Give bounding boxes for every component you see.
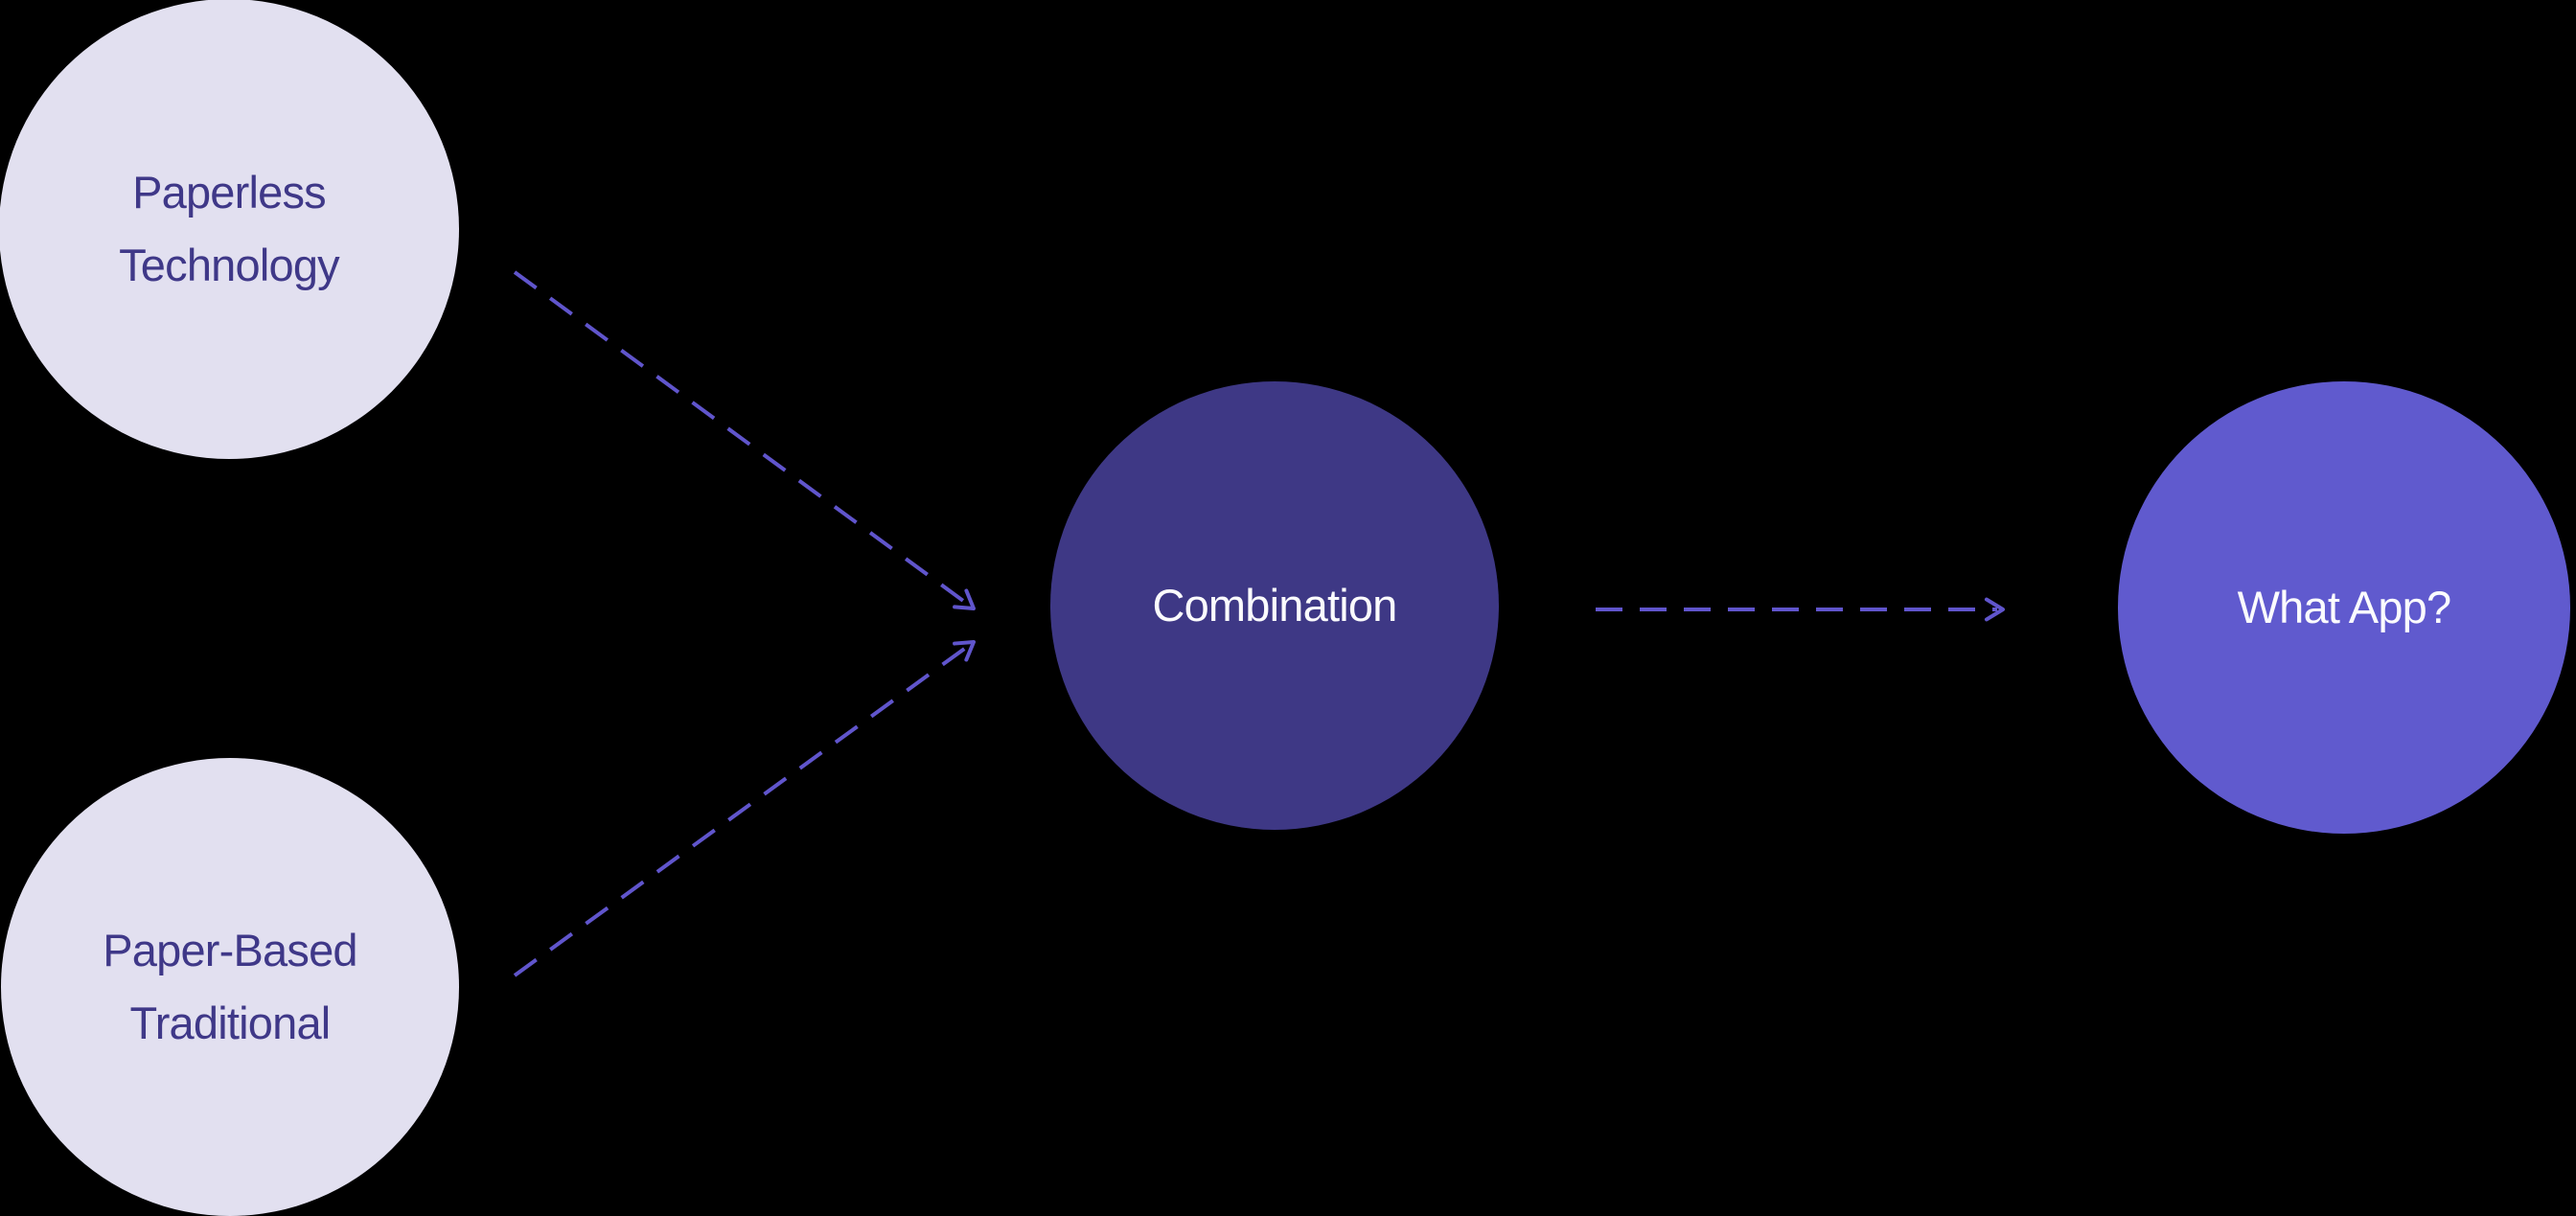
dashed-arrow-line [513, 643, 971, 977]
node-paper-based-traditional: Paper-Based Traditional [1, 758, 459, 1216]
arrowhead-chevron-icon [953, 640, 976, 662]
arrowhead-chevron-icon [953, 588, 976, 610]
arrowhead-chevron-icon [1984, 597, 2005, 622]
node-label-what-app: What App? [2237, 581, 2452, 632]
node-paperless-technology: Paperless Technology [0, 0, 459, 459]
node-label-combination: Combination [1152, 579, 1397, 631]
node-what-app: What App? [2118, 381, 2570, 834]
node-label-paperless-technology: Paperless Technology [119, 166, 340, 290]
node-combination: Combination [1050, 381, 1499, 830]
node-label-paper-based-traditional: Paper-Based Traditional [103, 924, 357, 1048]
dashed-arrow-line [513, 270, 971, 608]
